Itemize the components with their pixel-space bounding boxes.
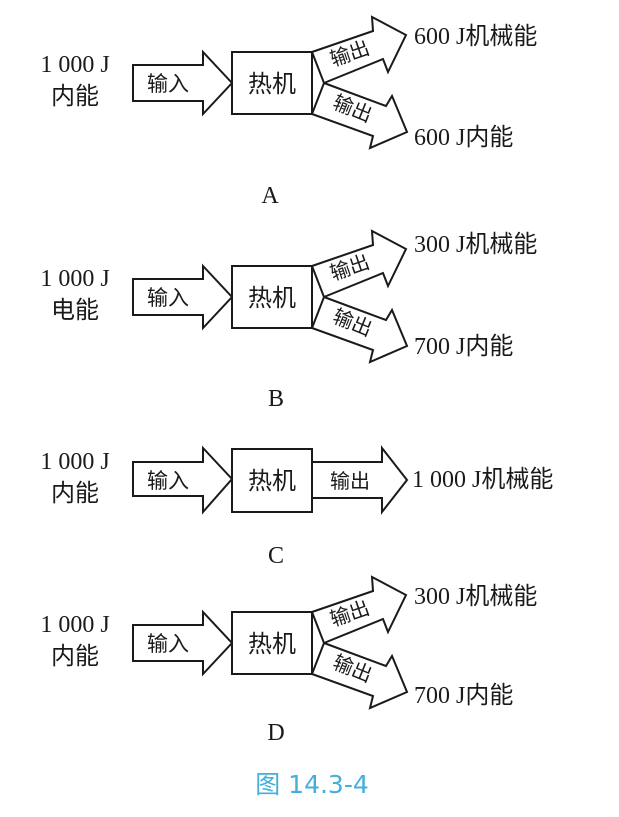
panel-label: D bbox=[267, 720, 284, 746]
input-arrow bbox=[132, 609, 234, 677]
input-arrow bbox=[132, 445, 234, 515]
input-amount: 1 000 J bbox=[40, 449, 109, 475]
input-energy-type: 内能 bbox=[51, 479, 99, 507]
output-arrow-label: 输出 bbox=[330, 469, 370, 493]
input-arrow-label: 输入 bbox=[147, 286, 189, 310]
output-result-upper: 300 J机械能 bbox=[414, 231, 537, 258]
panel-b: 1 000 J 电能 输入 热机 输出 输出 300 J机械能 700 J内能 … bbox=[40, 229, 537, 412]
panel-a: 1 000 J 内能 输入 热机 输出 输出 600 J机械能 600 J内能 … bbox=[40, 15, 537, 209]
output-arrow bbox=[311, 445, 409, 515]
output-result-upper: 300 J机械能 bbox=[414, 583, 537, 610]
heat-engine-box bbox=[231, 51, 313, 115]
panel-d: 1 000 J 内能 输入 热机 输出 输出 300 J机械能 700 J内能 … bbox=[40, 575, 537, 746]
output-result-lower: 700 J内能 bbox=[414, 682, 513, 709]
input-arrow bbox=[132, 49, 234, 117]
heat-engine-label: 热机 bbox=[248, 467, 296, 495]
panel-c: 1 000 J 内能 输入 热机 输出 1 000 J机械能 C bbox=[40, 445, 553, 569]
panel-label: B bbox=[268, 386, 284, 412]
input-arrow-label: 输入 bbox=[147, 632, 189, 656]
heat-engine-box bbox=[231, 448, 313, 513]
input-arrow bbox=[132, 263, 234, 331]
input-arrow-label: 输入 bbox=[147, 72, 189, 96]
input-energy-type: 内能 bbox=[51, 642, 99, 670]
output-arrow-upper bbox=[310, 15, 408, 85]
output-arrow-upper bbox=[310, 575, 408, 645]
panel-label: C bbox=[268, 543, 284, 569]
figure-caption: 图 14.3-4 bbox=[255, 770, 369, 799]
output-result: 1 000 J机械能 bbox=[412, 466, 553, 493]
output-result-lower: 700 J内能 bbox=[414, 333, 513, 360]
output-arrow-lower bbox=[310, 81, 409, 150]
output-arrow-lower bbox=[310, 295, 409, 364]
output-arrow-upper bbox=[310, 229, 408, 299]
input-amount: 1 000 J bbox=[40, 266, 109, 292]
output-result-upper: 600 J机械能 bbox=[414, 23, 537, 50]
panel-label: A bbox=[261, 183, 279, 209]
heat-engine-label: 热机 bbox=[248, 70, 296, 98]
heat-engine-box bbox=[231, 611, 313, 675]
output-arrow-lower bbox=[310, 641, 409, 710]
input-energy-type: 电能 bbox=[51, 296, 99, 324]
output-result-lower: 600 J内能 bbox=[414, 124, 513, 151]
heat-engine-label: 热机 bbox=[248, 630, 296, 658]
input-amount: 1 000 J bbox=[40, 52, 109, 78]
input-energy-type: 内能 bbox=[51, 82, 99, 110]
heat-engine-box bbox=[231, 265, 313, 329]
input-amount: 1 000 J bbox=[40, 612, 109, 638]
heat-engine-label: 热机 bbox=[248, 284, 296, 312]
input-arrow-label: 输入 bbox=[147, 469, 189, 493]
